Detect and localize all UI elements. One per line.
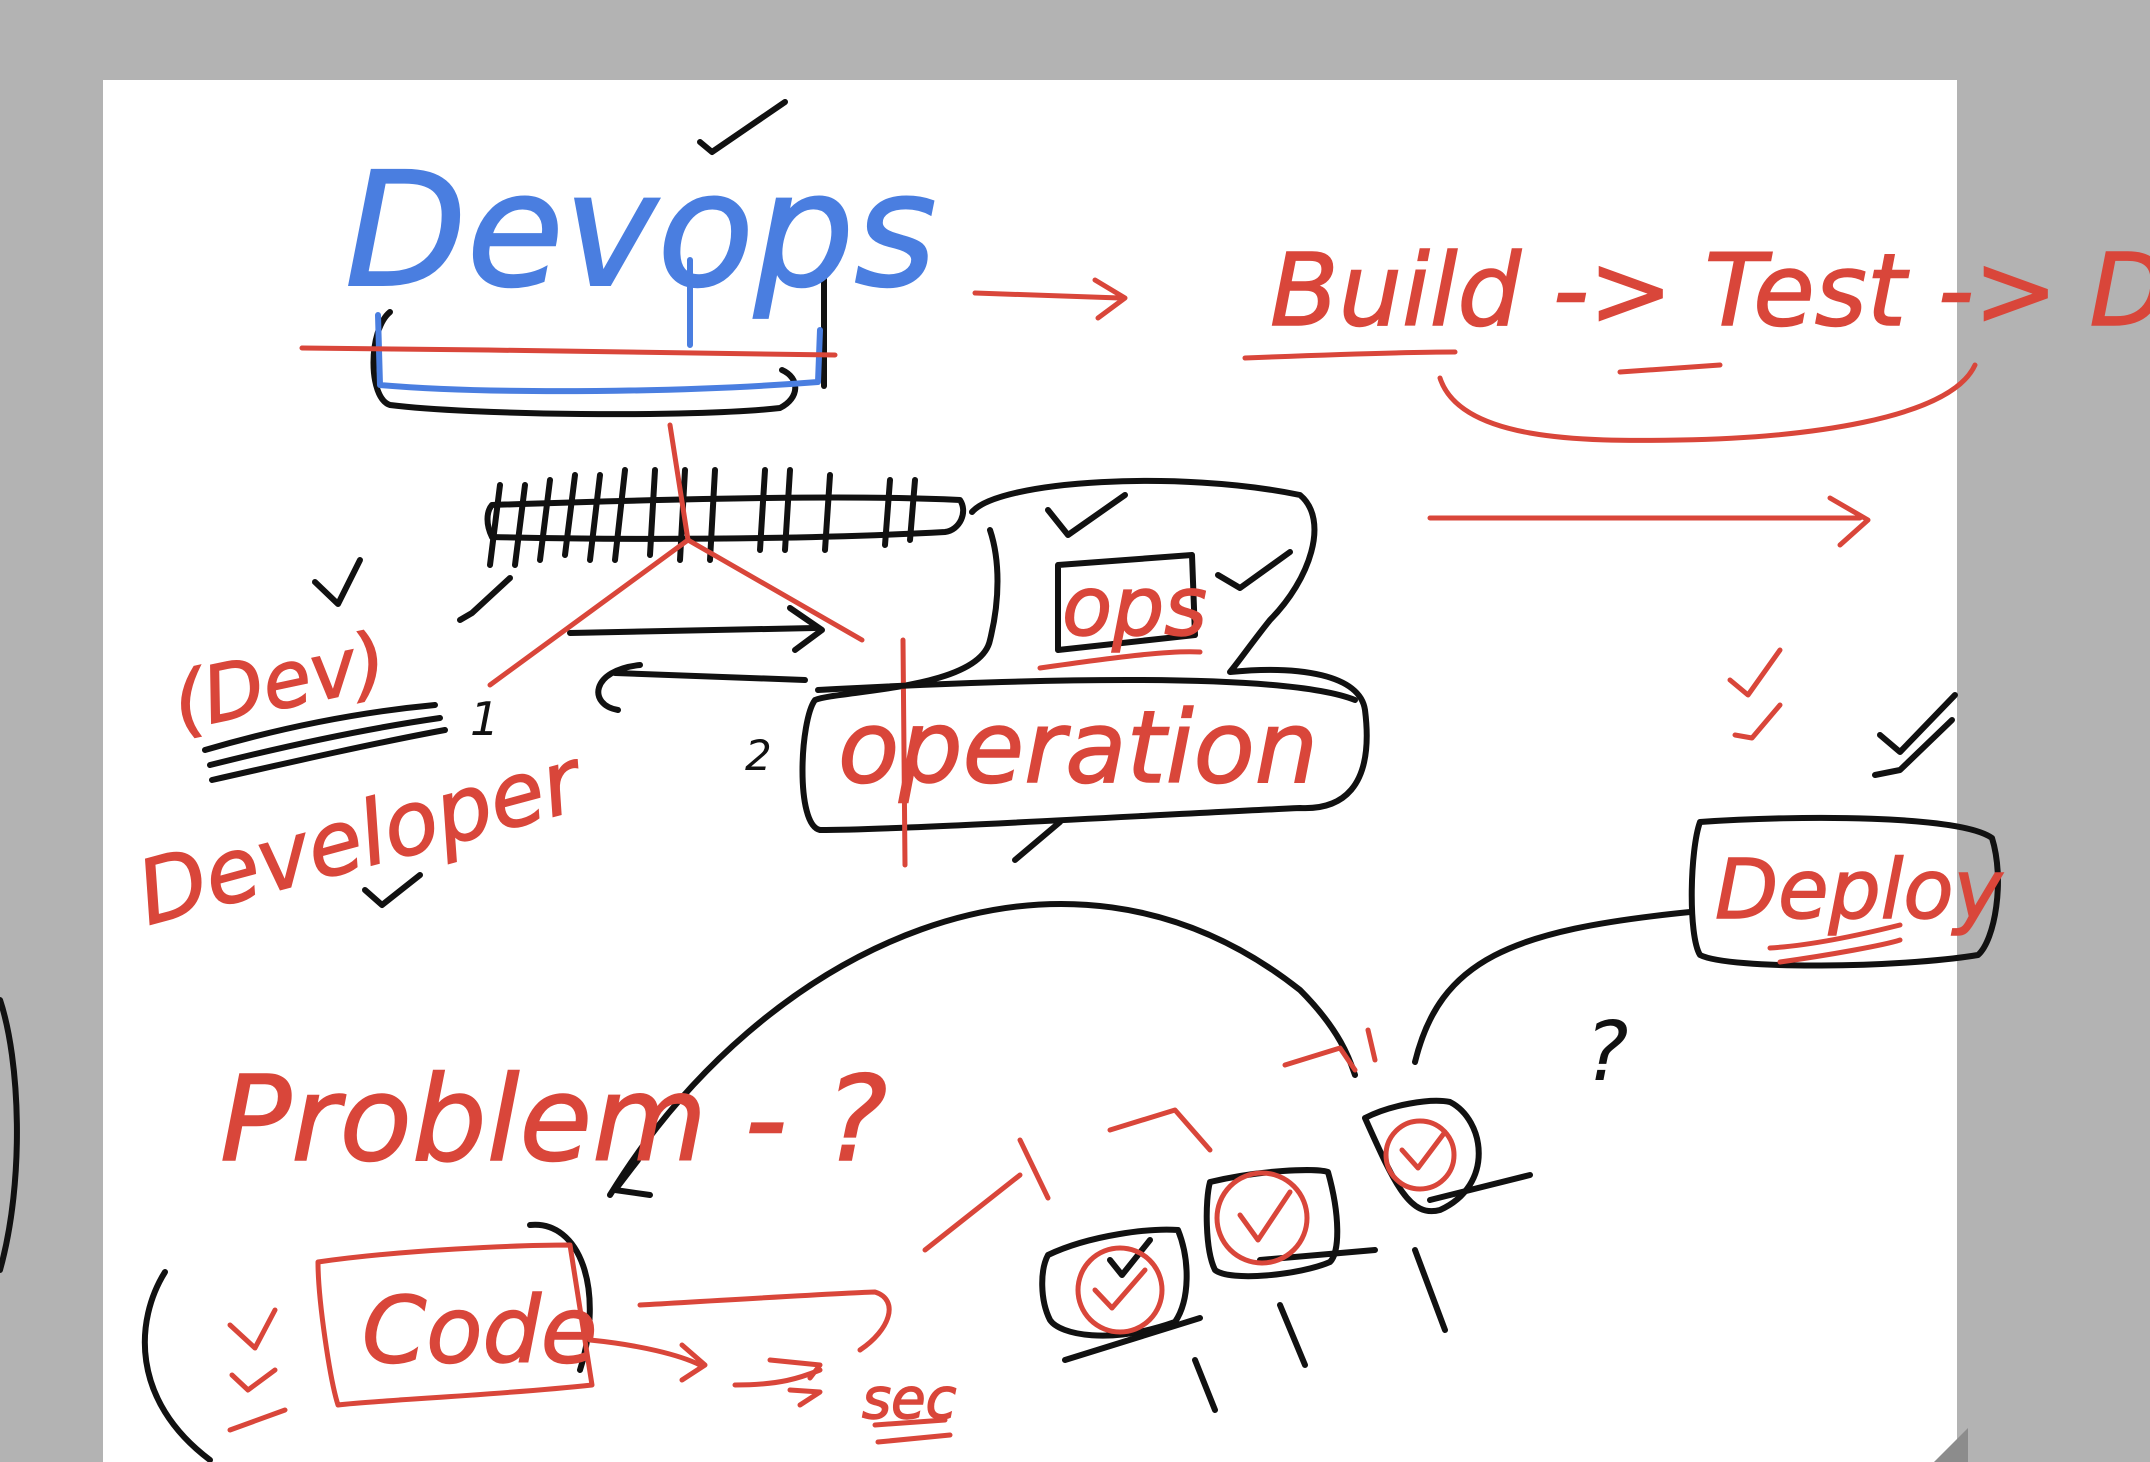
arrow-left	[595, 662, 808, 713]
red-strokes	[227, 277, 1978, 1445]
blue-ink: Devops	[344, 138, 938, 395]
check-mark	[227, 1307, 278, 1351]
operation-box	[815, 677, 1358, 703]
deploy-connector	[1412, 909, 1693, 1065]
black-strokes: 1 2 ?	[0, 99, 2001, 1462]
arc-connector	[607, 901, 1358, 1198]
check-circle	[1214, 1170, 1310, 1266]
check-mark	[362, 872, 423, 908]
devops-underline	[375, 257, 823, 395]
check-circle	[1075, 1245, 1165, 1335]
arrow-right	[567, 605, 825, 653]
devops-underline-bracket	[370, 309, 799, 418]
long-arrow	[1427, 495, 1871, 548]
operation-stem	[900, 637, 908, 868]
pipeline-arc	[1437, 362, 1978, 443]
check-circle	[1383, 1118, 1457, 1192]
deploy-label: Deploy	[1715, 843, 2004, 938]
check-mark	[1045, 492, 1128, 538]
check-mark	[1727, 647, 1783, 698]
number-one: 1	[470, 692, 499, 746]
whiteboard-canvas[interactable]	[103, 80, 1957, 1462]
checkbox-three	[1362, 1097, 1482, 1215]
ops-underline	[1037, 649, 1203, 671]
code-label: Code	[362, 1277, 598, 1384]
checkbox-two	[1203, 1167, 1341, 1280]
devops-title: Devops	[345, 139, 937, 323]
check-mark	[312, 557, 363, 607]
deploy-box	[1688, 814, 2001, 969]
check-mark	[1872, 717, 1955, 778]
check-mark	[1877, 692, 1958, 755]
pipeline-text: Build -> Test -> Deploy	[1270, 232, 2150, 349]
arrow-right	[972, 277, 1128, 321]
number-two: 2	[745, 731, 772, 780]
slash-mark	[1012, 819, 1063, 863]
dashed-trail	[922, 1027, 1378, 1253]
problem-label: Problem - ?	[220, 1050, 887, 1188]
check-mark	[1732, 702, 1783, 741]
dev-underline	[202, 702, 448, 783]
question-mark: ?	[1585, 1005, 1629, 1100]
ops-box	[1055, 552, 1198, 653]
hatched-bar	[484, 494, 967, 542]
check-mark	[457, 575, 513, 623]
check-mark	[1215, 549, 1293, 591]
connector-line	[685, 537, 865, 643]
operation-label: operation	[838, 689, 1318, 806]
checkbox-one	[1039, 1226, 1190, 1339]
code-box	[315, 1242, 595, 1408]
resize-handle[interactable]	[1934, 1428, 1968, 1462]
test-underline	[1617, 362, 1723, 375]
check-mark	[229, 1367, 278, 1393]
developer-label: Developer	[127, 727, 595, 945]
edge-arc	[0, 997, 20, 1273]
flow-arrow	[587, 1337, 708, 1383]
devops-strike	[299, 345, 838, 358]
ops-cloud	[799, 477, 1370, 833]
sec-label: sec	[862, 1367, 957, 1432]
flow-arrow	[732, 1357, 823, 1408]
code-bracket	[141, 1269, 213, 1462]
ops-label: ops	[1062, 560, 1207, 655]
deploy-underline	[1767, 922, 1903, 965]
check-mark	[697, 99, 788, 155]
build-underline	[1242, 349, 1458, 361]
flow-line	[637, 1289, 892, 1353]
